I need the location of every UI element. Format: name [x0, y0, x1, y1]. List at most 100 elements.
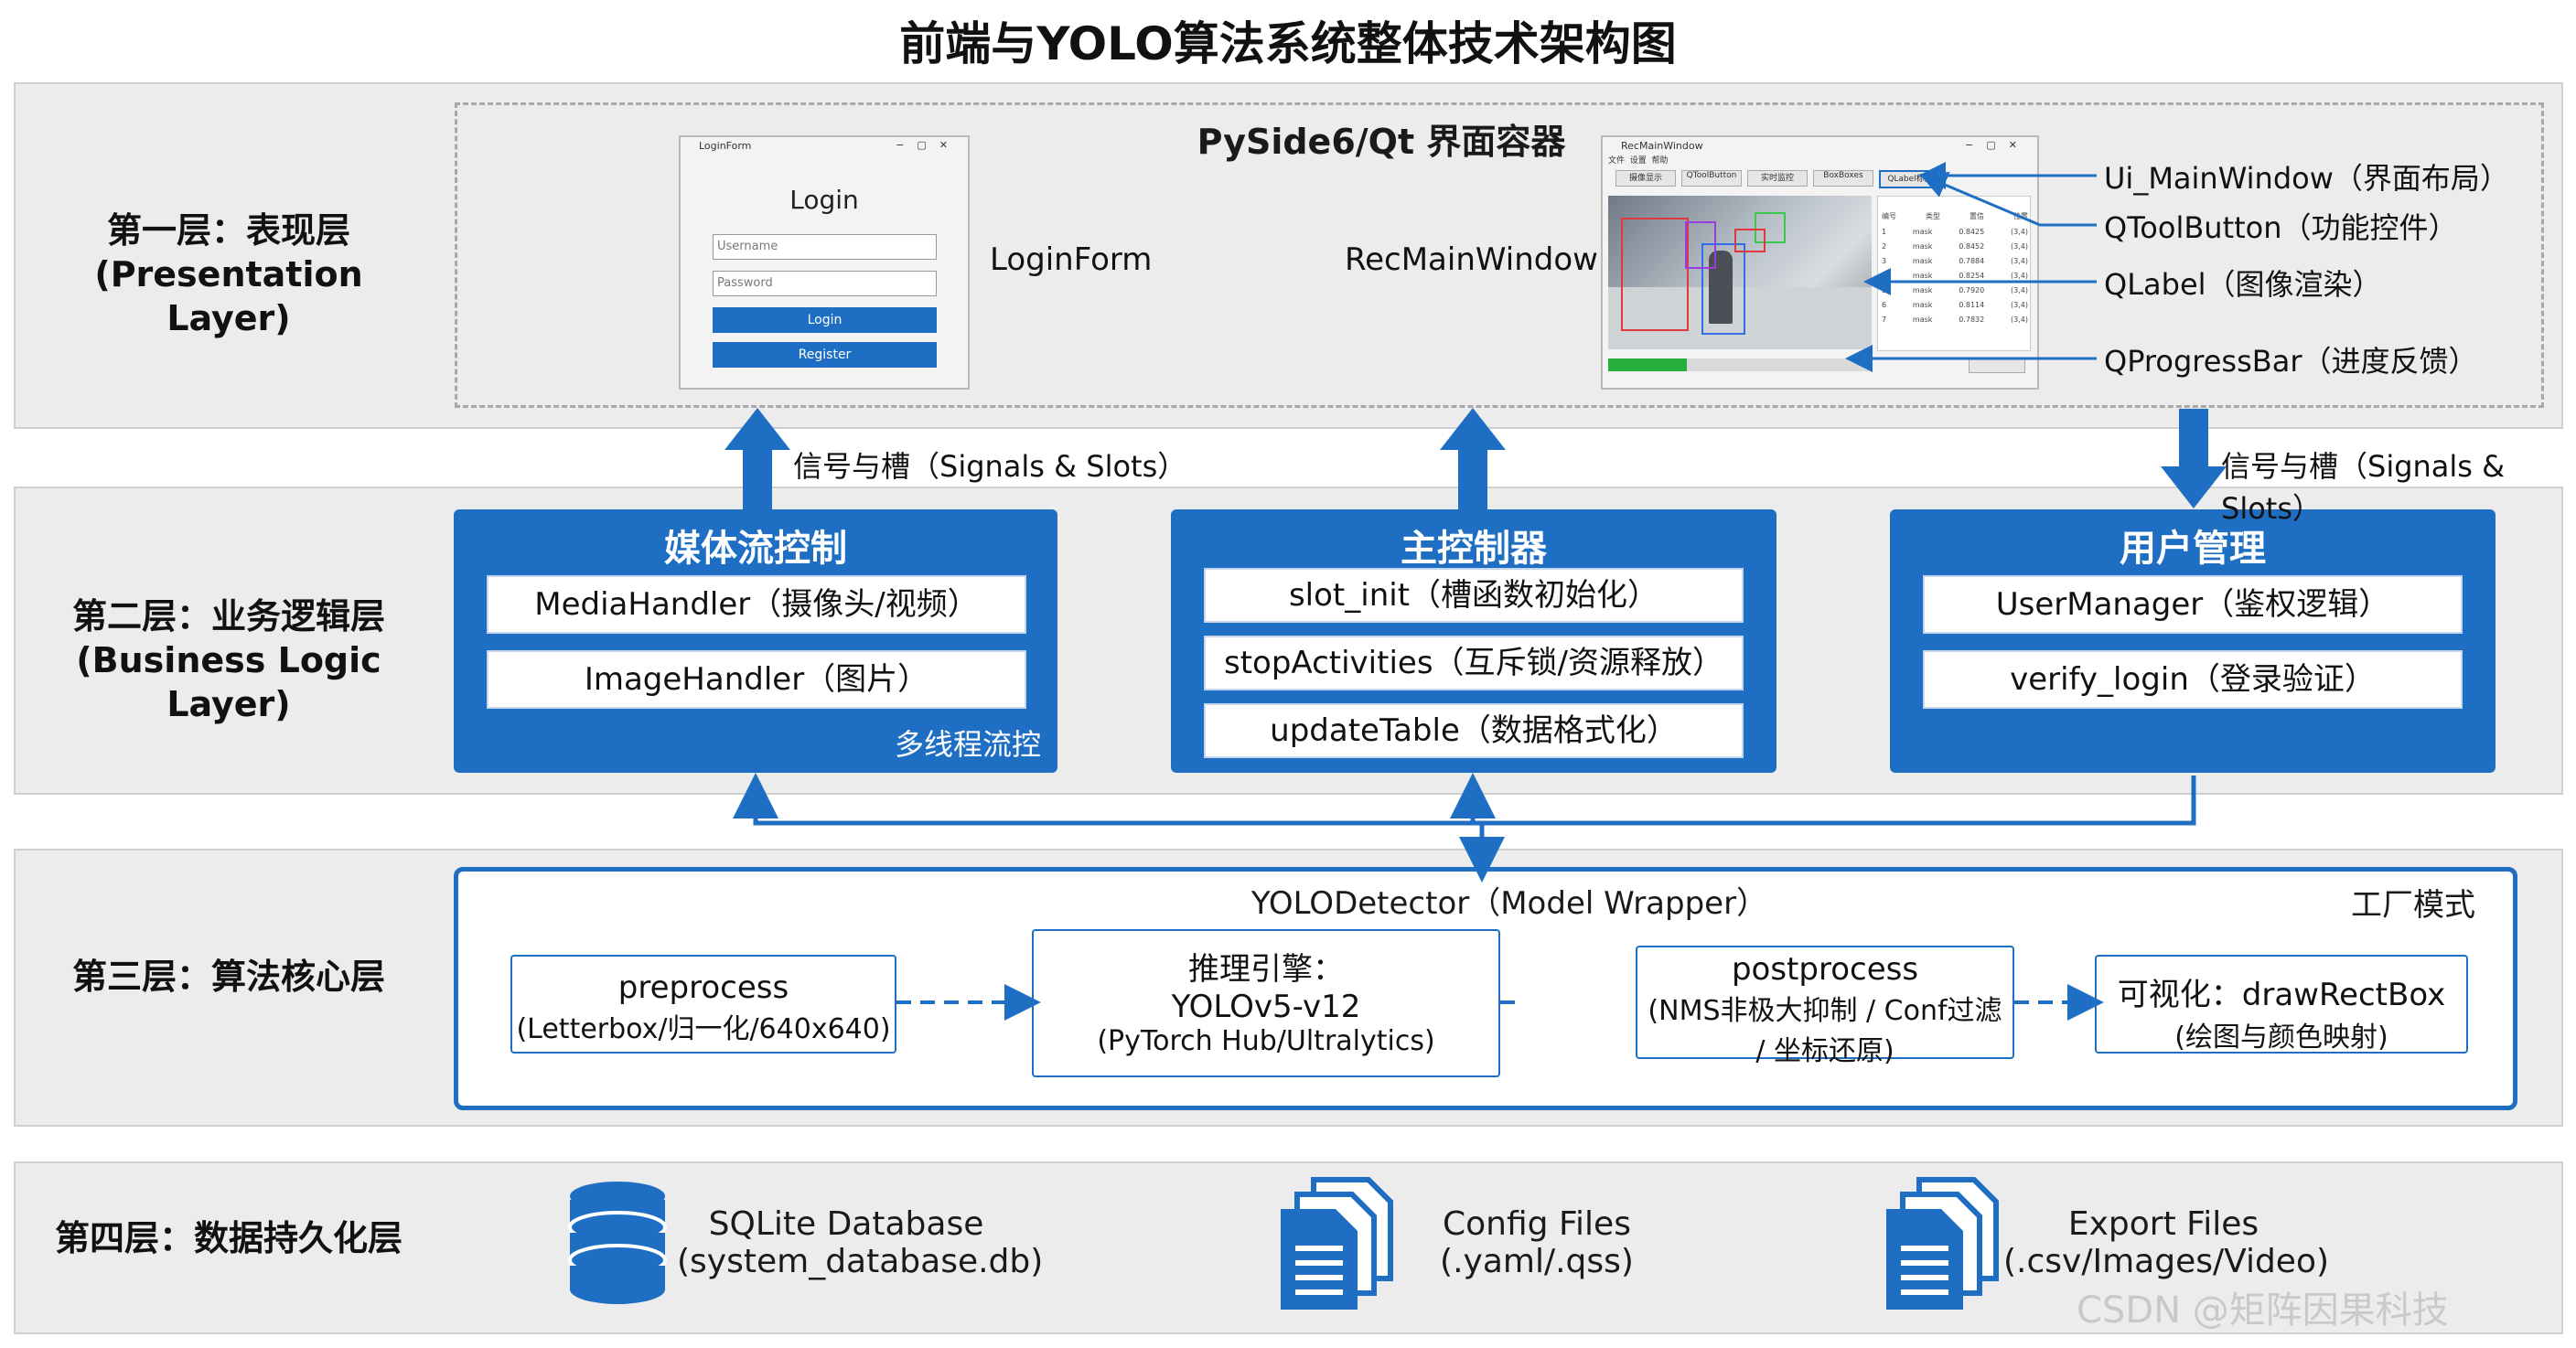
table-cell: 1 — [1882, 228, 1887, 236]
config-title: Config Files — [1443, 1205, 1631, 1243]
callout-qtoolbutton: QToolButton（功能控件） — [2104, 210, 2458, 245]
media-control-title: 媒体流控制 — [664, 528, 847, 570]
toolbar-button[interactable]: 摄像显示 — [1615, 170, 1676, 187]
table-cell: 3 — [1882, 257, 1887, 265]
user-management-box: 用户管理 UserManager（鉴权逻辑） verify_login（登录验证… — [1890, 509, 2496, 773]
window-controls: −▢✕ — [1965, 139, 2030, 151]
config-ext: (.yaml/.qss) — [1440, 1243, 1634, 1280]
register-button[interactable]: Register — [713, 342, 937, 368]
table-cell: (3,4) — [2011, 301, 2028, 309]
verify-login: verify_login（登录验证） — [1923, 650, 2463, 709]
layer2-en: (Business Logic Layer) — [76, 640, 381, 724]
database-icon — [568, 1182, 667, 1304]
db-file: (system_database.db) — [677, 1243, 1044, 1280]
detection-box — [1755, 212, 1786, 243]
export-ext: (.csv/Images/Video) — [2003, 1243, 2330, 1280]
menu-item[interactable]: 文件 — [1608, 156, 1626, 166]
username-field[interactable]: Username — [713, 234, 937, 260]
table-cell: (3,4) — [2011, 272, 2028, 280]
preprocess-box: preprocess (Letterbox/归一化/640x640) — [510, 955, 896, 1054]
visualize-box: 可视化：drawRectBox (绘图与颜色映射) — [2095, 955, 2468, 1054]
main-window-title: RecMainWindow — [1621, 140, 1703, 152]
callout-qlabel: QLabel（图像渲染） — [2104, 267, 2382, 302]
login-heading: Login — [789, 185, 859, 215]
table-cell: 0.7884 — [1959, 257, 1985, 265]
postprocess-title: postprocess — [1731, 951, 1919, 988]
video-frame — [1608, 196, 1872, 349]
engine-model: YOLOv5-v12 — [1171, 989, 1361, 1025]
layer2-label: 第二层：业务逻辑层 (Business Logic Layer) — [18, 594, 439, 726]
table-cell: 0.8114 — [1959, 301, 1985, 309]
table-cell: 0.7920 — [1959, 286, 1985, 294]
toolbar-button[interactable]: BoxBoxes — [1813, 170, 1873, 187]
multithread-note: 多线程流控 — [894, 727, 1041, 762]
main-controller-box: 主控制器 slot_init（槽函数初始化） stopActivities（互斥… — [1171, 509, 1776, 773]
layer1-label: 第一层：表现层 (Presentation Layer) — [27, 209, 430, 340]
export-title: Export Files — [2067, 1205, 2259, 1243]
visualize-title: 可视化：drawRectBox — [2117, 977, 2446, 1013]
table-row: 6 mask 0.8114 (3,4) — [1882, 301, 2028, 316]
toolbar-button[interactable]: QToolButton — [1681, 170, 1742, 187]
postprocess-detail-1: (NMS非极大抑制 / Conf过滤 — [1648, 995, 2002, 1027]
callout-ui-mainwindow: Ui_MainWindow（界面布局） — [2104, 161, 2509, 196]
yolo-detector-title: YOLODetector（Model Wrapper） — [1250, 885, 1768, 922]
table-cell: 4 — [1882, 272, 1887, 280]
layer1-en: (Presentation Layer) — [94, 254, 363, 338]
layer4-label: 第四层：数据持久化层 — [54, 1218, 402, 1258]
toolbar-button[interactable]: 实时监控 — [1747, 170, 1808, 187]
table-col-header: 编号 — [1882, 212, 1896, 220]
person-figure — [1709, 251, 1733, 324]
table-header: 编号 类型 置信 位置 — [1882, 211, 2028, 221]
table-cell: (3,4) — [2011, 228, 2028, 236]
table-cell: mask — [1912, 272, 1933, 280]
table-cell: 6 — [1882, 301, 1887, 309]
detection-box — [1685, 221, 1716, 269]
preprocess-detail: (Letterbox/归一化/640x640) — [516, 1013, 891, 1045]
login-button[interactable]: Login — [713, 307, 937, 333]
table-cell: mask — [1912, 228, 1933, 236]
status-button[interactable] — [1969, 358, 2025, 373]
update-table: updateTable（数据格式化） — [1204, 703, 1744, 758]
table-cell: (3,4) — [2011, 257, 2028, 265]
detection-box — [1734, 229, 1766, 252]
export-label: Export Files (.csv/Images/Video) — [2003, 1205, 2330, 1280]
table-col-header: 置信 — [1970, 212, 1984, 220]
qt-container — [455, 102, 2544, 408]
table-cell: 2 — [1882, 242, 1887, 251]
menu-item[interactable]: 帮助 — [1651, 156, 1669, 166]
detection-box — [1701, 243, 1745, 335]
files-icon — [1281, 1177, 1393, 1310]
table-cell: mask — [1912, 301, 1933, 309]
table-cell: mask — [1912, 286, 1933, 294]
visualize-detail: (绘图与颜色映射) — [2174, 1022, 2388, 1054]
signal-slots-label-left: 信号与槽（Signals & Slots） — [793, 449, 1187, 484]
postprocess-box: postprocess (NMS非极大抑制 / Conf过滤 / 坐标还原) — [1636, 946, 2014, 1067]
preprocess-title: preprocess — [617, 969, 789, 1006]
callout-qprogressbar: QProgressBar（进度反馈） — [2104, 344, 2478, 379]
table-col-header: 位置 — [2013, 212, 2028, 220]
media-handler: MediaHandler（摄像头/视频） — [487, 575, 1026, 634]
config-label: Config Files (.yaml/.qss) — [1400, 1205, 1674, 1280]
toolbar-button[interactable]: QLabel标签 — [1879, 170, 1941, 188]
main-controller-title: 主控制器 — [1401, 528, 1547, 570]
table-cell: mask — [1912, 316, 1933, 324]
table-cell: 7 — [1882, 316, 1887, 324]
table-cell: mask — [1912, 242, 1933, 251]
table-cell: 5 — [1882, 286, 1887, 294]
password-field[interactable]: Password — [713, 271, 937, 296]
factory-pattern-label: 工厂模式 — [2351, 887, 2475, 924]
layer1-name: 第一层：表现层 — [106, 210, 350, 251]
watermark: CSDN @矩阵因果科技 — [2077, 1289, 2449, 1332]
menu-item[interactable]: 设置 — [1629, 156, 1647, 166]
login-window: LoginForm −▢✕ Login Username Password Lo… — [679, 135, 970, 390]
user-manager: UserManager（鉴权逻辑） — [1923, 575, 2463, 634]
user-management-title: 用户管理 — [2120, 528, 2266, 570]
